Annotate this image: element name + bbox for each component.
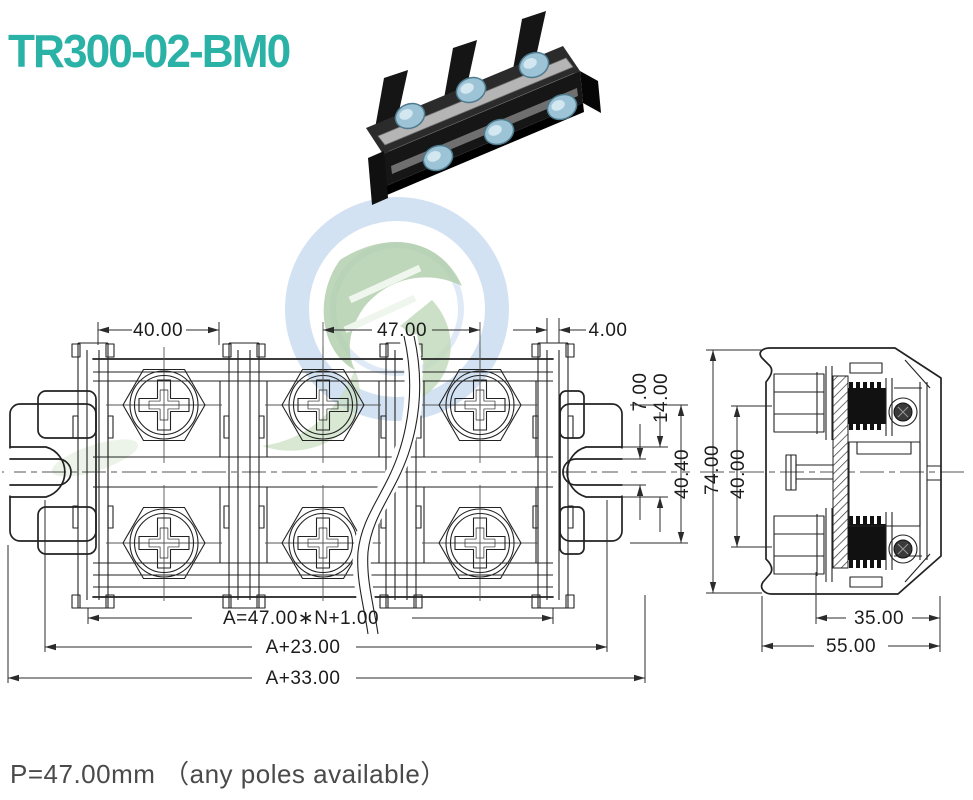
side-screw-bottom [773, 508, 922, 582]
dim-side-depth-inner: 35.00 [854, 608, 904, 629]
dim-pitch: 47.00 [377, 320, 427, 341]
front-left-ear [4, 390, 97, 555]
side-view [700, 347, 965, 595]
break-line [352, 334, 423, 636]
photo-screw [546, 93, 578, 121]
product-photo [366, 11, 601, 205]
side-center-stud [785, 454, 833, 491]
photo-screw [483, 118, 515, 146]
photo-screw [422, 144, 454, 172]
dim-pole-width: 40.00 [133, 320, 183, 341]
dim-row-spacing: 40.40 [672, 449, 693, 499]
terminal-screw [421, 484, 539, 602]
dim-length-a23: A+23.00 [266, 637, 341, 658]
photo-screw [455, 76, 487, 104]
terminal-screw [105, 484, 223, 602]
dim-side-screw-spacing: 40.00 [728, 449, 749, 499]
photo-screw [518, 51, 550, 79]
dim-end-plate: 4.00 [589, 320, 628, 341]
front-right-ear [559, 390, 628, 555]
pitch-note: P=47.00mm （any poles available） [10, 759, 447, 789]
barrier-wall [71, 342, 115, 609]
watermark-logo [52, 197, 509, 477]
side-view-dimensions: 74.00 40.00 35.00 55.00 [702, 349, 941, 657]
dim-side-height: 74.00 [702, 445, 723, 495]
product-code-title: TR300-02-BM0 [8, 25, 291, 77]
dim-length-formula: A=47.00∗N+1.00 [223, 608, 379, 629]
dim-slot-opening: 14.00 [651, 373, 672, 423]
barrier-wall [531, 342, 575, 609]
front-view-dimensions: 40.00 47.00 4.00 7.00 14.00 40.40 A=47 [7, 318, 693, 689]
dim-side-depth: 55.00 [826, 636, 876, 657]
dim-length-a33: A+33.00 [266, 668, 341, 689]
front-view [2, 334, 690, 636]
side-screw-top [773, 366, 922, 440]
barrier-wall [222, 342, 266, 609]
photo-screw [394, 102, 426, 130]
dim-slot-width: 7.00 [630, 373, 651, 412]
